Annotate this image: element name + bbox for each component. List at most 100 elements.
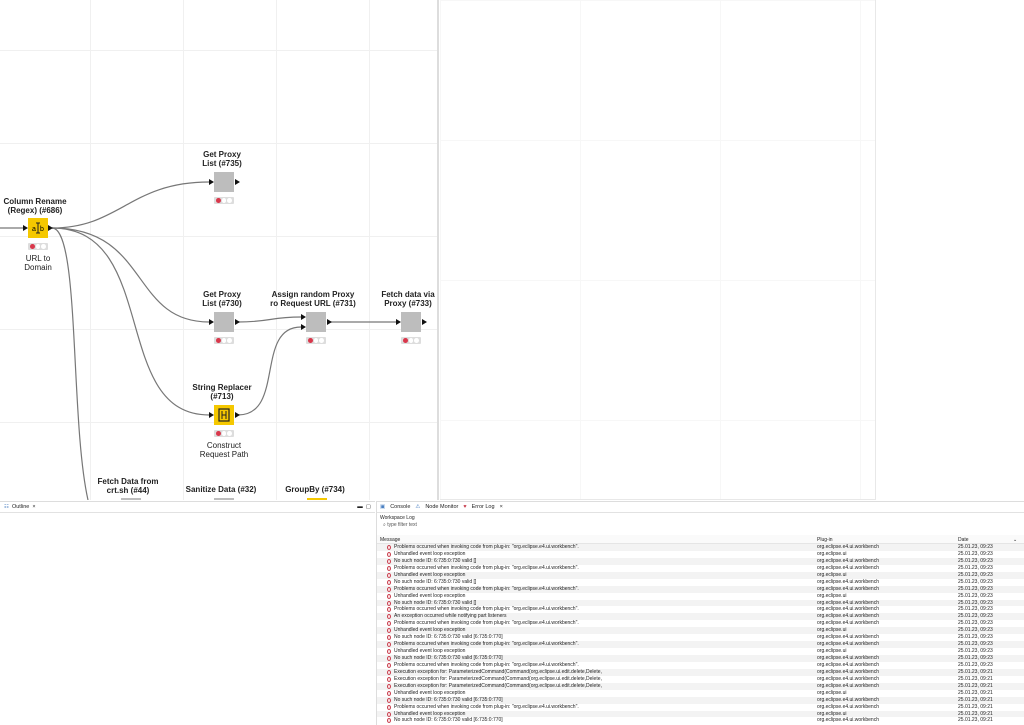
table-row[interactable]: Unhandled event loop exception org.eclips… <box>377 627 1024 635</box>
input-port[interactable] <box>301 313 306 320</box>
column-header-plugin[interactable]: Plug-in <box>817 537 833 543</box>
close-icon[interactable]: × <box>499 504 503 510</box>
input-port[interactable] <box>209 178 214 185</box>
node-status-lights <box>214 197 234 204</box>
input-port[interactable] <box>301 323 306 330</box>
table-row[interactable]: Problems occurred when invoking code fro… <box>377 662 1024 669</box>
error-icon <box>387 656 391 661</box>
column-header-message[interactable]: Message <box>380 537 401 543</box>
node-assign-random-proxy[interactable] <box>306 312 326 332</box>
input-port[interactable] <box>23 224 28 231</box>
tab-node-monitor[interactable]: Node Monitor <box>425 504 459 510</box>
log-message: Unhandled event loop exception <box>394 592 466 599</box>
input-port[interactable] <box>209 411 214 418</box>
log-plugin: org.eclipse.e4.ui.workbench <box>817 585 879 592</box>
output-port[interactable] <box>235 178 240 185</box>
tab-console[interactable]: Console <box>390 504 411 510</box>
connection <box>51 227 210 416</box>
log-date: 25.01.23, 09:23 <box>958 606 993 613</box>
log-message: No such node ID: 6:735:0:730 valid [] <box>394 557 477 564</box>
editor-split-divider[interactable] <box>437 0 439 500</box>
table-row[interactable]: An exception occurred while notifying pa… <box>377 613 1024 621</box>
table-row[interactable]: Problems occurred when invoking code fro… <box>377 585 1024 593</box>
output-port[interactable] <box>235 318 240 325</box>
node-get-proxy-list-730[interactable] <box>214 312 234 332</box>
table-row[interactable]: Execution exception for: ParameterizedCo… <box>377 676 1024 683</box>
minimize-icon[interactable]: ▬ <box>357 504 363 510</box>
table-row[interactable]: No such node ID: 6:735:0:730 valid []org… <box>377 557 1024 565</box>
log-date: 25.01.23, 09:23 <box>958 571 993 578</box>
log-plugin: org.eclipse.e4.ui.workbench <box>817 634 879 641</box>
table-row[interactable]: Problems occurred when invoking code fro… <box>377 641 1024 649</box>
table-row[interactable]: No such node ID: 6:735:0:730 valid [6:73… <box>377 696 1024 704</box>
node-sanitize-data[interactable] <box>214 498 234 500</box>
sort-chevron-icon[interactable]: ⌄ <box>1013 537 1018 543</box>
table-row[interactable]: No such node ID: 6:735:0:730 valid []org… <box>377 599 1024 607</box>
log-plugin: org.eclipse.e4.ui.workbench <box>817 599 879 606</box>
table-row[interactable]: No such node ID: 6:735:0:730 valid [6:73… <box>377 655 1024 662</box>
log-message: Unhandled event loop exception <box>394 627 466 634</box>
table-row[interactable]: Problems occurred when invoking code fro… <box>377 565 1024 572</box>
log-date: 25.01.23, 09:21 <box>958 696 993 703</box>
table-row[interactable]: No such node ID: 6:735:0:730 valid [6:73… <box>377 717 1024 724</box>
input-port[interactable] <box>396 318 401 325</box>
table-row[interactable]: Problems occurred when invoking code fro… <box>377 544 1024 551</box>
filter-input[interactable]: ⌕ type filter text <box>383 522 417 528</box>
log-plugin: org.eclipse.e4.ui.workbench <box>817 696 879 703</box>
log-plugin: org.eclipse.ui <box>817 648 847 655</box>
log-plugin: org.eclipse.ui <box>817 550 847 557</box>
log-message: Problems occurred when invoking code fro… <box>394 606 579 613</box>
table-row[interactable]: Unhandled event loop exception org.eclips… <box>377 593 1024 600</box>
table-row[interactable]: Problems occurred when invoking code fro… <box>377 620 1024 627</box>
error-icon <box>387 704 391 710</box>
log-message: No such node ID: 6:735:0:730 valid [] <box>394 578 477 585</box>
error-icon <box>387 551 391 557</box>
table-row[interactable]: Execution exception for: ParameterizedCo… <box>377 668 1024 676</box>
table-row[interactable]: No such node ID: 6:735:0:730 valid [6:73… <box>377 634 1024 641</box>
table-row[interactable]: No such node ID: 6:735:0:730 valid []org… <box>377 579 1024 586</box>
column-header-date[interactable]: Date <box>958 537 969 543</box>
tab-outline[interactable]: Outline <box>11 503 30 511</box>
input-port[interactable] <box>209 318 214 325</box>
output-port[interactable] <box>48 224 53 231</box>
node-get-proxy-list-735[interactable] <box>214 172 234 192</box>
log-message: Unhandled event loop exception <box>394 571 466 578</box>
error-icon <box>387 600 391 606</box>
output-port[interactable] <box>327 318 332 325</box>
log-plugin: org.eclipse.ui <box>817 627 847 634</box>
log-date: 25.01.23, 09:23 <box>958 655 993 661</box>
log-date: 25.01.23, 09:23 <box>958 564 993 571</box>
output-port[interactable] <box>235 411 240 418</box>
secondary-editor-pane[interactable] <box>440 0 876 500</box>
maximize-icon[interactable]: ▢ <box>365 504 371 510</box>
log-date: 25.01.23, 09:21 <box>958 689 993 696</box>
output-port[interactable] <box>422 318 427 325</box>
log-plugin: org.eclipse.e4.ui.workbench <box>817 641 879 648</box>
table-row[interactable]: Problems occurred when invoking code fro… <box>377 606 1024 613</box>
tab-error-log[interactable]: Error Log <box>471 503 495 511</box>
node-string-replacer[interactable] <box>214 405 234 425</box>
table-row[interactable]: Execution exception for: ParameterizedCo… <box>377 682 1024 690</box>
log-plugin: org.eclipse.e4.ui.workbench <box>817 544 879 550</box>
log-date: 25.01.23, 09:23 <box>958 544 993 550</box>
error-icon <box>387 697 391 703</box>
table-row[interactable]: Problems occurred when invoking code fro… <box>377 704 1024 711</box>
node-fetch-data-via-proxy[interactable] <box>401 312 421 332</box>
close-icon[interactable]: × <box>32 504 36 510</box>
log-date: 25.01.23, 09:21 <box>958 675 993 682</box>
log-plugin: org.eclipse.ui <box>817 592 847 599</box>
node-fetch-data-crt[interactable] <box>121 498 141 500</box>
log-date: 25.01.23, 09:23 <box>958 550 993 557</box>
log-date: 25.01.23, 09:23 <box>958 661 993 668</box>
node-groupby[interactable] <box>307 498 327 500</box>
